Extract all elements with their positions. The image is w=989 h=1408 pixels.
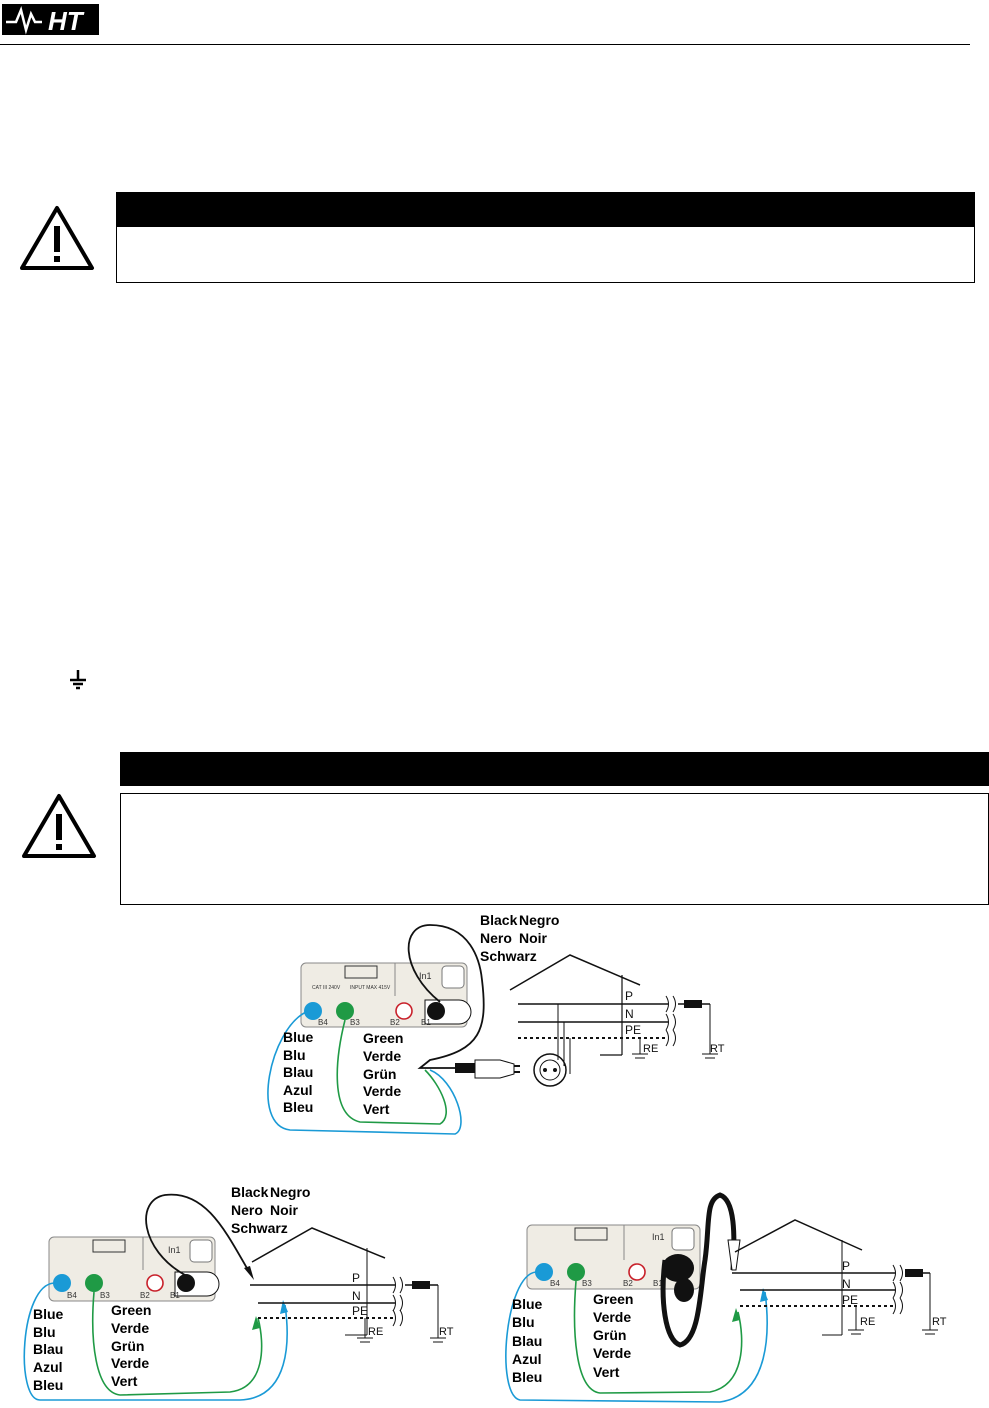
svg-text:B2: B2 <box>390 1018 400 1027</box>
svg-text:B1: B1 <box>170 1291 180 1300</box>
green-label: Green <box>111 1302 152 1318</box>
earth-ground-icon <box>70 670 86 690</box>
black-label: Noir <box>519 930 547 946</box>
svg-text:RT: RT <box>710 1043 725 1055</box>
green-label: Verde <box>593 1309 632 1325</box>
svg-text:B3: B3 <box>100 1291 110 1300</box>
blue-label: Blau <box>283 1064 314 1080</box>
svg-text:P: P <box>842 1259 850 1273</box>
svg-text:In1: In1 <box>652 1232 665 1242</box>
black-label: Schwarz <box>231 1220 288 1236</box>
black-label: Negro <box>519 912 560 928</box>
svg-text:RE: RE <box>860 1316 875 1328</box>
green-label: Vert <box>593 1364 620 1380</box>
in1-label: In1 <box>419 971 432 981</box>
svg-text:B2: B2 <box>140 1291 150 1300</box>
green-label: Vert <box>111 1373 138 1389</box>
svg-text:RE: RE <box>368 1326 383 1338</box>
black-label: Nero <box>480 930 512 946</box>
green-label: Grün <box>363 1066 397 1082</box>
ht-logo: HT <box>2 4 99 36</box>
black-label: Black <box>480 912 518 928</box>
green-label: Green <box>593 1291 634 1307</box>
green-label: Green <box>363 1030 404 1046</box>
blue-label: Blue <box>283 1029 314 1045</box>
blue-label: Blue <box>33 1306 64 1322</box>
blue-label: Blue <box>512 1296 543 1312</box>
svg-text:RE: RE <box>643 1043 658 1055</box>
black-label: Negro <box>270 1184 311 1200</box>
svg-text:B4: B4 <box>67 1291 77 1300</box>
blue-label: Azul <box>33 1359 63 1375</box>
green-label: Verde <box>111 1355 150 1371</box>
header-rule <box>0 44 970 45</box>
cat-text: CAT III 240V <box>312 985 341 991</box>
svg-text:In1: In1 <box>168 1245 181 1255</box>
svg-text:PE: PE <box>625 1023 641 1037</box>
green-label: Grün <box>111 1338 145 1354</box>
svg-text:B1: B1 <box>421 1018 431 1027</box>
svg-text:B3: B3 <box>350 1018 360 1027</box>
svg-text:N: N <box>842 1277 851 1291</box>
blue-label: Blu <box>283 1047 306 1063</box>
green-label: Verde <box>363 1048 402 1064</box>
svg-text:PE: PE <box>842 1293 858 1307</box>
svg-text:B3: B3 <box>582 1279 592 1288</box>
logo-text: HT <box>48 6 85 36</box>
svg-text:P: P <box>625 989 633 1003</box>
svg-text:P: P <box>352 1271 360 1285</box>
svg-text:B2: B2 <box>623 1279 633 1288</box>
svg-text:N: N <box>352 1289 361 1303</box>
svg-text:B4: B4 <box>318 1018 328 1027</box>
warning-1-title <box>116 192 975 226</box>
input-text: INPUT MAX 415V <box>350 985 391 991</box>
svg-text:N: N <box>625 1007 634 1021</box>
warning-1-body <box>116 226 975 283</box>
black-label: Noir <box>270 1202 298 1218</box>
svg-text:B4: B4 <box>550 1279 560 1288</box>
green-label: Grün <box>593 1327 627 1343</box>
warning-2-title <box>120 752 989 786</box>
svg-text:B1: B1 <box>653 1279 663 1288</box>
black-label: Nero <box>231 1202 263 1218</box>
black-label: Black <box>231 1184 269 1200</box>
green-label: Verde <box>111 1320 150 1336</box>
warning-triangle-icon <box>22 794 96 858</box>
blue-label: Bleu <box>512 1369 543 1385</box>
blue-label: Blau <box>512 1333 543 1349</box>
warning-triangle-icon <box>20 206 94 270</box>
green-label: Vert <box>363 1101 390 1117</box>
blue-label: Blau <box>33 1341 64 1357</box>
blue-label: Azul <box>283 1082 313 1098</box>
blue-label: Blu <box>512 1314 535 1330</box>
blue-label: Azul <box>512 1351 542 1367</box>
green-label: Verde <box>363 1083 402 1099</box>
blue-label: Bleu <box>283 1099 314 1115</box>
black-label: Schwarz <box>480 948 537 964</box>
blue-label: Blu <box>33 1324 56 1340</box>
svg-text:RT: RT <box>932 1316 947 1328</box>
blue-label: Bleu <box>33 1377 64 1393</box>
green-label: Verde <box>593 1345 632 1361</box>
svg-text:RT: RT <box>439 1326 454 1338</box>
svg-text:PE: PE <box>352 1304 368 1318</box>
